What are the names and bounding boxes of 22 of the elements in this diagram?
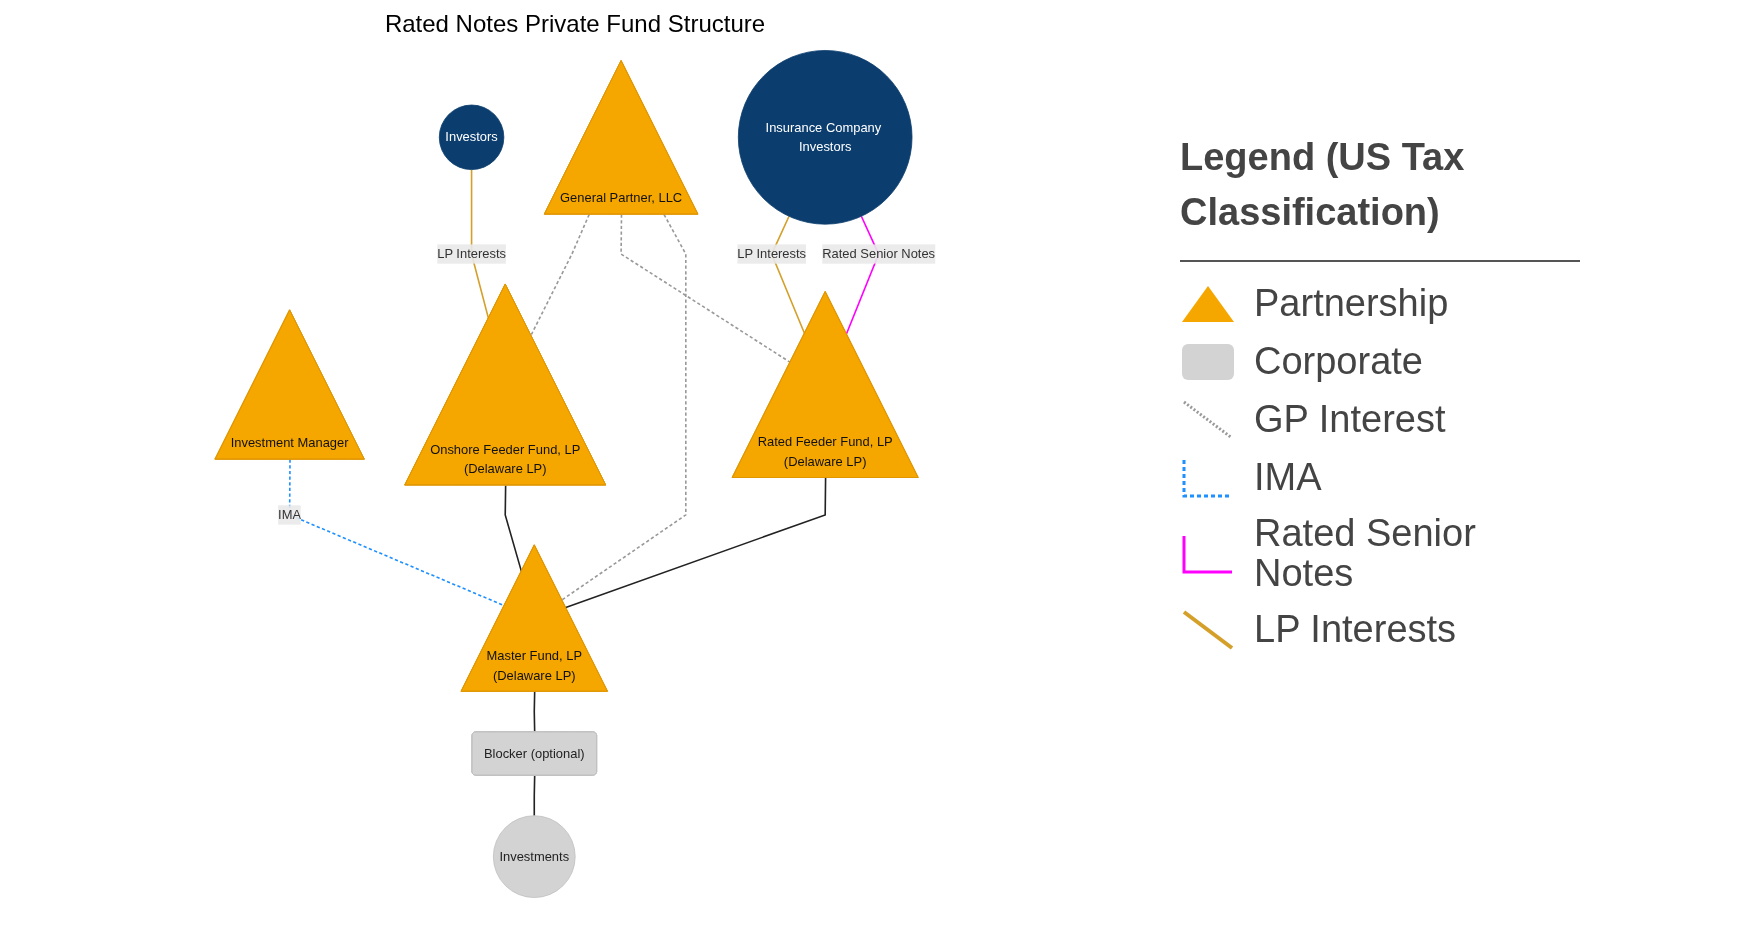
legend-label: Corporate (1254, 342, 1423, 383)
node-circle: Investments (492, 815, 576, 898)
connector (564, 477, 827, 609)
legend-heading: Legend (US Tax Classification) (1180, 130, 1580, 263)
legend-label: IMA (1254, 458, 1322, 499)
connector (561, 213, 687, 601)
connector (530, 213, 590, 336)
legend-label: Partnership (1254, 284, 1449, 325)
edge-label: Rated Senior Notes (822, 246, 936, 261)
connector (620, 213, 792, 364)
legend-label: Rated Senior Notes (1254, 514, 1477, 594)
diagram-title: Rated Notes Private Fund Structure (384, 10, 766, 38)
connector (533, 690, 536, 733)
edge-label: LP Interests (437, 246, 506, 261)
legend-label: GP Interest (1254, 400, 1446, 441)
connector (504, 484, 523, 573)
edge-label: LP Interests (737, 246, 807, 261)
connector (533, 774, 536, 817)
node-circle: Investors (438, 104, 505, 170)
edge-label: IMA (278, 507, 302, 522)
node-circle: Insurance Company Investors (737, 50, 913, 225)
legend-label: LP Interests (1254, 610, 1457, 650)
